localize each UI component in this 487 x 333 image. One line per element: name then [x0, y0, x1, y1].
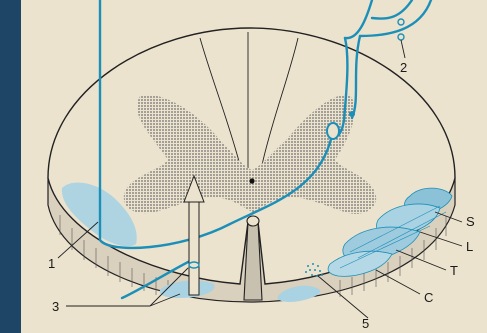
label-C: C [424, 290, 433, 305]
label-1: 1 [48, 256, 55, 271]
dorsal-horn-node [327, 123, 339, 139]
label-T: T [450, 263, 458, 278]
label-3: 3 [52, 299, 59, 314]
label-L: L [466, 239, 473, 254]
fissure-opening [247, 216, 259, 226]
label-S: S [466, 214, 475, 229]
label-5: 5 [362, 316, 369, 331]
label-2: 2 [400, 60, 407, 75]
dorsal-root-node [349, 111, 355, 117]
central-canal [249, 178, 254, 183]
